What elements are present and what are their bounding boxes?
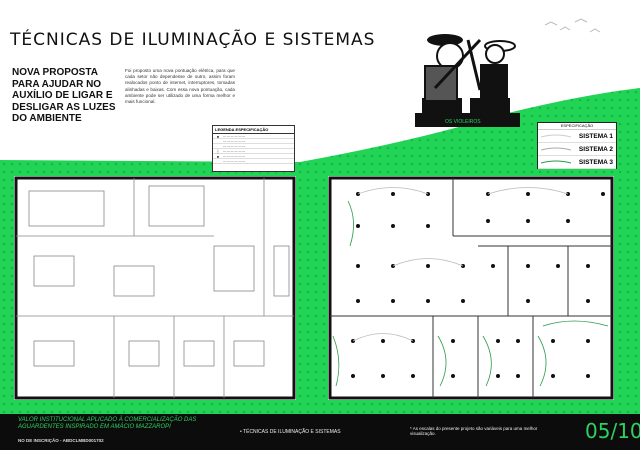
- legend-specification-left: LEGENDA ESPECIFICAÇÃO ●— — — — — — — — —…: [212, 125, 295, 172]
- legend-item-system-2: SISTEMA 2: [578, 145, 613, 153]
- legend-item-system-3: SISTEMA 3: [578, 158, 613, 166]
- legend-item-system-1: SISTEMA 1: [578, 132, 613, 140]
- floor-plan-lighting: [328, 176, 614, 400]
- legend-systems: ESPECIFICAÇÃO SISTEMA 1 SISTEMA 2 SISTEM…: [537, 122, 617, 169]
- description: Foi proposto uma nova pontuação elétrica…: [125, 68, 235, 105]
- footer-registration: NO DE INSCRIÇÃO - ABDCLMBD001702: [18, 438, 104, 443]
- illustration-caption: OS VIOLEIROS: [445, 119, 481, 125]
- subtitle: NOVA PROPOSTA PARA AJUDAR NO AUXÍLIO DE …: [12, 67, 116, 124]
- legend-symbol: ●: [216, 133, 220, 139]
- legend-title: ESPECIFICAÇÃO: [538, 123, 616, 130]
- footer-project-name: VALOR INSTITUCIONAL APLICADO À COMERCIAL…: [18, 417, 197, 430]
- page-number: 05/10: [585, 419, 640, 443]
- page-title: TÉCNICAS DE ILUMINAÇÃO E SISTEMAS: [10, 30, 376, 50]
- footer-section: • TÉCNICAS DE ILUMINAÇÃO E SISTEMAS: [240, 429, 341, 435]
- legend-symbol: ●: [216, 153, 220, 159]
- footer: VALOR INSTITUCIONAL APLICADO À COMERCIAL…: [0, 414, 640, 450]
- legend-title: LEGENDA ESPECIFICAÇÃO: [213, 126, 294, 134]
- legend-symbol: ┆: [216, 148, 220, 154]
- footer-note: * As escalas do presente projeto são var…: [410, 426, 538, 436]
- violeiros-illustration: OS VIOLEIROS: [415, 34, 520, 127]
- floor-plan-furniture: [14, 176, 296, 400]
